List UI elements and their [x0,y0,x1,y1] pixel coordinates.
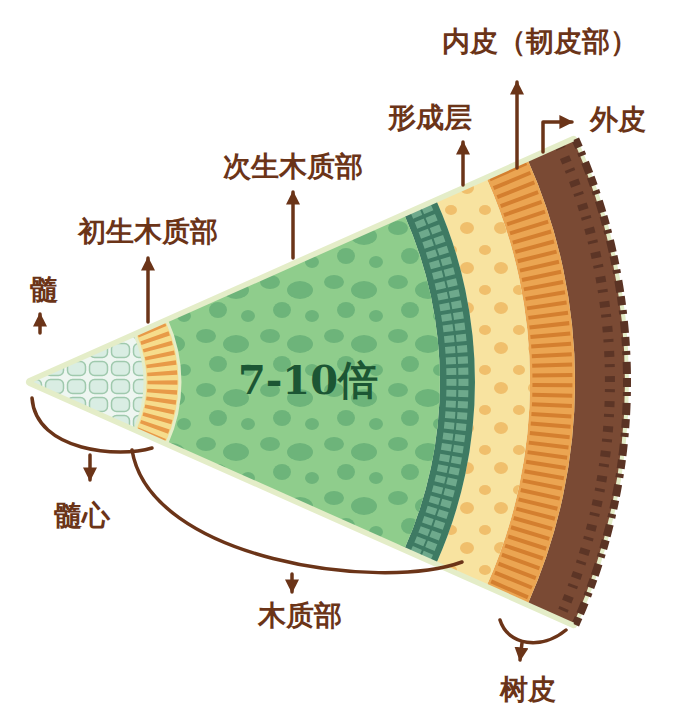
xylem-label: 木质部 [258,600,342,632]
brackets [32,398,566,660]
pith-label: 髓 [30,274,58,306]
pith-center-label: 髓心 [54,500,110,532]
bark-label: 树皮 [500,674,556,706]
secondary-xylem [167,215,440,548]
primary-xylem-label: 初生木质部 [78,216,218,248]
outer-bark-label: 外皮 [590,104,646,136]
cambium-label: 形成层 [388,102,472,134]
ratio-label: 7-10倍 [238,357,378,403]
secondary-xylem-label: 次生木质部 [223,151,363,183]
wedge-outline [30,140,625,624]
band-separators [30,140,574,624]
leader-arrows [40,82,572,333]
inner-bark-label: 内皮（韧皮部） [442,26,638,58]
pith [30,335,145,429]
